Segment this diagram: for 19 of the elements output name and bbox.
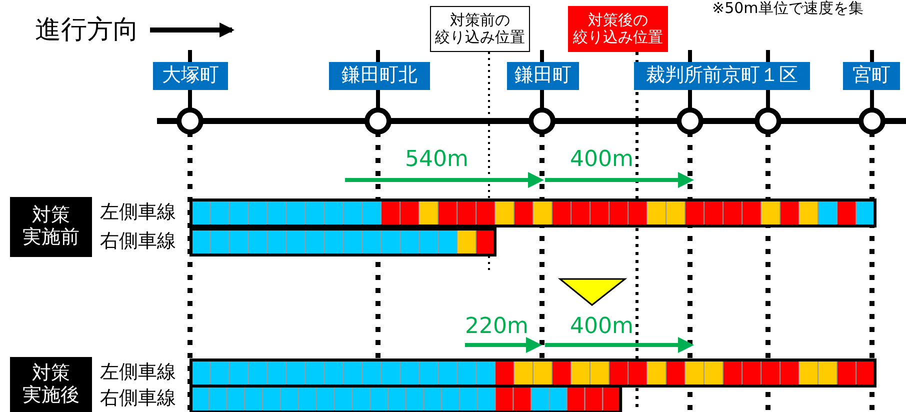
station-label: 裁判所前京町１区: [634, 62, 810, 90]
position-box: 対策後の 絞り込み位置: [568, 6, 668, 52]
note-text: ※50m単位で速度を集: [712, 0, 864, 16]
station-label: 宮町: [843, 62, 900, 90]
lane-label: 右側車線: [100, 388, 176, 409]
lane-label: 左側車線: [100, 202, 176, 223]
condition-label: 対策 実施前: [10, 197, 92, 257]
condition-label: 対策 実施後: [10, 357, 92, 412]
lane-label: 右側車線: [100, 231, 176, 252]
station-label: 大塚町: [153, 62, 228, 90]
station-label: 鎌田町: [507, 62, 579, 90]
distance-label: 400m: [570, 315, 634, 340]
station-label: 鎌田町北: [329, 62, 430, 90]
heading-text: 進行方向: [35, 16, 139, 45]
position-box: 対策前の 絞り込み位置: [430, 6, 530, 52]
distance-label: 540m: [405, 148, 468, 172]
lane-label: 左側車線: [100, 362, 176, 383]
distance-label: 220m: [465, 315, 528, 340]
distance-label: 400m: [570, 148, 634, 172]
